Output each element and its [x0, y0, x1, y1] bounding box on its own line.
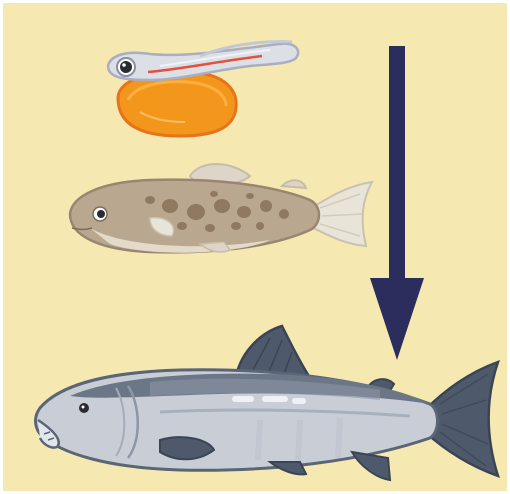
illustration-canvas — [0, 0, 510, 494]
salmon-life-cycle-illustration — [0, 0, 510, 494]
